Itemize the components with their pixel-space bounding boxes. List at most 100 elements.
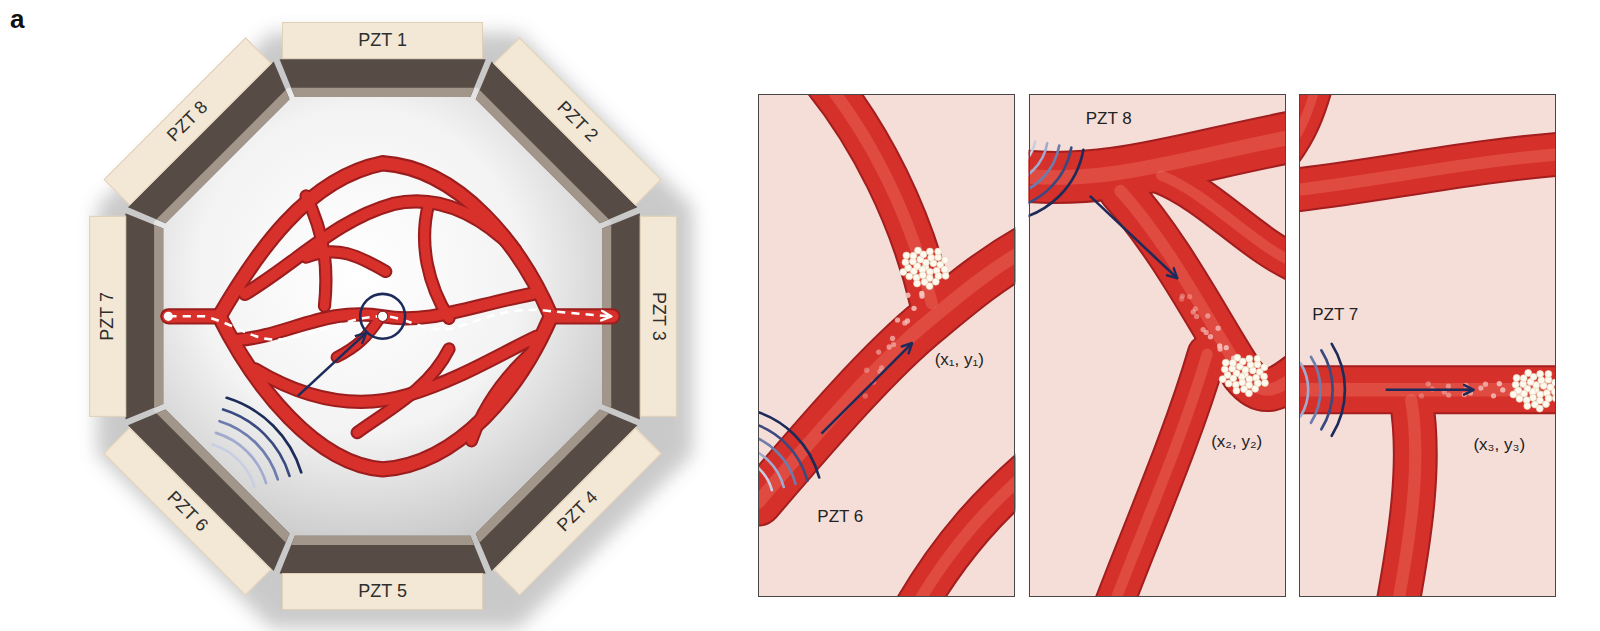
transducer-name: PZT 7 [97,292,117,341]
vessel-highlight [1396,400,1415,597]
vessel-highlight [1110,354,1207,597]
panel-letter: a [10,4,24,34]
vessel-wall [911,466,1015,597]
position-label: (x₃, y₃) [1473,435,1525,454]
particle [1446,392,1451,397]
wave-front [1029,148,1072,208]
wave-front [758,422,807,480]
blood-vessel [168,163,612,469]
particle [1215,326,1220,331]
zoom-panel-art [739,73,1033,614]
vessel-lumen [1299,153,1556,191]
ultrasound-wave [758,410,819,490]
text-holder: PZT 8 [163,97,212,146]
particle-trail [1179,293,1236,369]
transducer-label: PZT 5 [282,573,483,610]
particle [1217,343,1222,348]
particle [1222,359,1229,366]
transducer-name: PZT 7 [1312,305,1358,324]
vessel-lumen [245,201,515,293]
particle [1512,381,1519,388]
transducer-block [280,536,486,574]
particle [1261,379,1268,386]
particle [879,365,884,370]
wave-front [1332,344,1345,436]
transducer-face [291,88,474,97]
blood-vessel [1299,94,1556,597]
push-arrow [1090,196,1177,278]
text-holder: PZT 7 [1312,305,1358,325]
wave-front [227,398,302,473]
particle [1219,376,1226,383]
position-label: (x₂, y₂) [1211,432,1262,451]
push-arrow [298,334,365,396]
vessel-highlight [1299,94,1319,155]
particle [932,278,939,285]
particle [1537,371,1544,378]
vessel-lumen [1299,94,1319,155]
particle [1426,381,1431,386]
particle [1187,294,1192,299]
drop-shadow [97,33,693,629]
particle [1180,293,1185,298]
particle [1446,383,1451,388]
particle [1525,370,1532,377]
particle [876,349,881,354]
text-holder: (x₃, y₃) [1473,435,1525,455]
particle [1497,381,1502,386]
transducer-name: PZT 6 [164,486,213,535]
particle [863,393,868,398]
wave-front [1311,357,1320,423]
wave-front [1301,363,1309,416]
particle [1245,390,1252,397]
transducer-label: PZT 6 [104,427,272,595]
transducer-name: PZT 1 [358,30,407,50]
vessel-lumen [357,349,449,433]
wave-front [220,421,278,479]
transducer-name: PZT 3 [649,292,669,341]
particle [1239,379,1246,386]
particle [887,344,892,349]
particle [1204,330,1209,335]
particle [1208,334,1213,339]
transducer-block [126,59,640,573]
particle [1491,393,1496,398]
wave-front [758,434,795,484]
vessel-lumen [911,466,1015,597]
flow-path [168,310,610,340]
particle [1536,405,1543,412]
particle [905,318,910,323]
ultrasound-wave [212,398,301,487]
chamber-floor [154,88,611,545]
particle [1545,371,1552,378]
zoom-panel: PZT 7 (x₃, y₃) [1299,94,1556,597]
particle [1252,385,1259,392]
particle [1247,361,1254,368]
particle [905,293,910,298]
particle [1221,366,1228,373]
vessel-wall [758,245,1015,502]
zoom-panel: PZT 8(x₂, y₂) [1029,94,1286,597]
vessel-lumen [758,245,1015,502]
vessel-lumen [306,252,386,272]
vessel-highlight [1161,176,1285,268]
tissue-view [1029,94,1286,597]
particle [919,291,924,296]
particle [1468,390,1473,395]
blood-vessel [758,94,1015,597]
transducer-name: PZT 2 [554,97,603,146]
particle [1419,393,1424,398]
push-arrow [1386,389,1473,392]
vessel-wall [306,252,386,272]
particle [911,306,916,311]
text-holder: PZT 3 [648,292,669,341]
wave-front [1029,150,1084,220]
particle [1524,402,1531,409]
vessel-highlight [819,94,931,303]
wave-front [758,446,784,487]
particle [903,252,910,259]
vessel-lumen [306,196,326,306]
zoom-panel-art [1284,73,1575,614]
text-holder: PZT 7 [97,292,118,341]
